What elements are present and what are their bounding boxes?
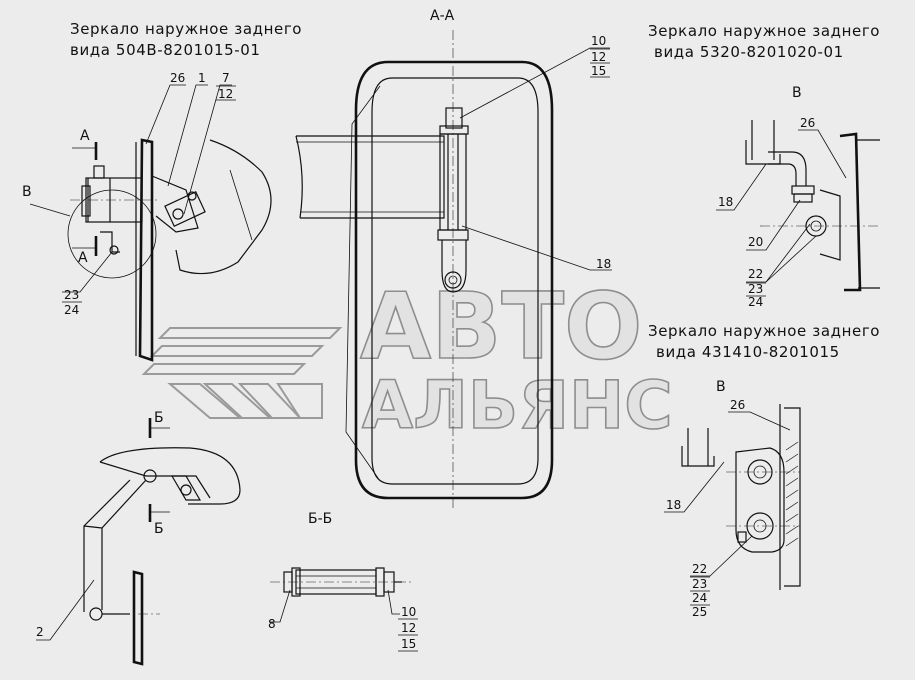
mirror-431410-view: Зеркало наружное заднего вида 431410-820… bbox=[648, 322, 880, 619]
callout-18-r2: 18 bbox=[666, 498, 681, 512]
mirror3-title-line2: вида 431410-8201015 bbox=[656, 343, 840, 361]
mirror2-title-line2: вида 5320-8201020-01 bbox=[654, 43, 844, 61]
section-mark-b-top: Б bbox=[154, 410, 164, 426]
section-mark-a-bottom: А bbox=[78, 250, 88, 266]
callout-12-aa: 12 bbox=[591, 50, 606, 64]
callout-12-bb: 12 bbox=[401, 621, 416, 635]
callout-23-r2: 23 bbox=[692, 577, 707, 591]
callout-1: 1 bbox=[198, 71, 206, 85]
callout-15-bb: 15 bbox=[401, 637, 416, 651]
callout-8: 8 bbox=[268, 617, 276, 631]
view-b-label-2: В bbox=[716, 379, 726, 395]
section-aa-view: А-А 10 12 15 18 bbox=[295, 8, 612, 508]
mirror1-title-line1: Зеркало наружное заднего bbox=[70, 20, 302, 38]
callout-15-aa: 15 bbox=[591, 64, 606, 78]
callout-26-left: 26 bbox=[170, 71, 185, 85]
callout-10-aa: 10 bbox=[591, 34, 606, 48]
callout-23-left: 23 bbox=[64, 288, 79, 302]
watermark-line2: АЛЬЯНС bbox=[362, 367, 673, 444]
callout-24-left: 24 bbox=[64, 303, 79, 317]
mirror2-title-line1: Зеркало наружное заднего bbox=[648, 22, 880, 40]
callout-24-r1: 24 bbox=[748, 295, 763, 309]
mirror-5320-view: Зеркало наружное заднего вида 5320-82010… bbox=[648, 22, 880, 309]
callout-12-left: 12 bbox=[218, 87, 233, 101]
section-bb-view: Б-Б 8 10 12 15 bbox=[268, 511, 418, 652]
section-mark-a-top: А bbox=[80, 128, 90, 144]
section-mark-b-bottom: Б bbox=[154, 521, 164, 537]
callout-23-r1: 23 bbox=[748, 282, 763, 296]
mirror1-title-line2: вида 504В-8201015-01 bbox=[70, 41, 261, 59]
section-b-mount-view: Б Б 2 bbox=[36, 410, 241, 666]
callout-20-r1: 20 bbox=[748, 235, 763, 249]
view-b-left-label: В bbox=[22, 184, 32, 200]
callout-22-r1: 22 bbox=[748, 267, 763, 281]
section-aa-label: А-А bbox=[430, 8, 455, 24]
mirror-504v-view: Зеркало наружное заднего вида 504В-82010… bbox=[22, 20, 302, 362]
callout-24-r2: 24 bbox=[692, 591, 707, 605]
callout-10-bb: 10 bbox=[401, 605, 416, 619]
callout-25-r2: 25 bbox=[692, 605, 707, 619]
callout-26-r1: 26 bbox=[800, 116, 815, 130]
watermark: АВТО АЛЬЯНС bbox=[141, 272, 674, 445]
watermark-logo bbox=[141, 327, 343, 419]
callout-7: 7 bbox=[222, 71, 230, 85]
section-bb-label: Б-Б bbox=[308, 511, 332, 527]
view-b-label-1: В bbox=[792, 85, 802, 101]
mirror3-title-line1: Зеркало наружное заднего bbox=[648, 322, 880, 340]
callout-18-aa: 18 bbox=[596, 257, 611, 271]
callout-18-r1: 18 bbox=[718, 195, 733, 209]
callout-22-r2: 22 bbox=[692, 562, 707, 576]
callout-2: 2 bbox=[36, 625, 44, 639]
callout-26-r2: 26 bbox=[730, 398, 745, 412]
watermark-line1: АВТО bbox=[360, 273, 642, 380]
